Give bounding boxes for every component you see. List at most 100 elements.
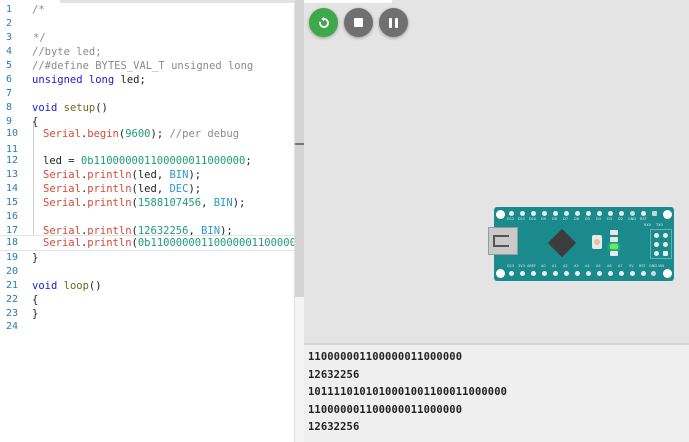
simulator-canvas[interactable]: D12 D11 D10 D9 D8 D7 D6 D5 D4 D3 D2 GND … bbox=[304, 0, 689, 343]
code-text: led = bbox=[43, 155, 81, 167]
code-text: . bbox=[80, 237, 88, 249]
code-line[interactable]: 19} bbox=[0, 250, 294, 266]
line-number: 3 bbox=[6, 32, 13, 43]
pin-a0[interactable] bbox=[542, 271, 547, 276]
code-editor[interactable]: 1/* 2 3*/ 4//byte led; 5//#define BYTES_… bbox=[0, 0, 321, 442]
code-text: BIN bbox=[213, 197, 233, 209]
code-line[interactable]: 3*/ bbox=[0, 30, 294, 46]
pin-label: A5 bbox=[596, 264, 601, 268]
code-line[interactable]: 9{ bbox=[0, 114, 294, 130]
pin-a3[interactable] bbox=[575, 271, 580, 276]
stop-button[interactable] bbox=[344, 8, 373, 37]
arduino-nano-board[interactable]: D12 D11 D10 D9 D8 D7 D6 D5 D4 D3 D2 GND … bbox=[488, 207, 674, 281]
pin-d6[interactable] bbox=[575, 211, 580, 216]
pin-a7[interactable] bbox=[619, 271, 624, 276]
reset-button[interactable] bbox=[592, 235, 602, 249]
pin-5v[interactable] bbox=[630, 271, 635, 276]
line-number: 8 bbox=[6, 102, 13, 113]
pin-label: VIN bbox=[658, 264, 665, 268]
code-line[interactable]: 24 bbox=[0, 319, 294, 335]
code-text: 12632256 bbox=[137, 225, 189, 237]
code-line[interactable]: 20 bbox=[0, 264, 294, 280]
line-number: 5 bbox=[6, 60, 13, 71]
pin-a2[interactable] bbox=[564, 271, 569, 276]
pin-d2[interactable] bbox=[619, 211, 624, 216]
code-line[interactable]: 4//byte led; bbox=[0, 44, 294, 60]
function-name: loop bbox=[63, 280, 89, 292]
pin-label: RST bbox=[640, 217, 647, 221]
restart-button[interactable] bbox=[309, 8, 338, 37]
code-text: /* bbox=[32, 4, 45, 16]
code-line[interactable]: 11 bbox=[0, 142, 294, 158]
pin-label: RST bbox=[639, 264, 646, 268]
code-line[interactable]: 22{ bbox=[0, 292, 294, 308]
pin-label: A2 bbox=[563, 264, 568, 268]
line-number: 12 bbox=[6, 155, 19, 166]
pin-d13[interactable] bbox=[509, 271, 514, 276]
pin-a4[interactable] bbox=[586, 271, 591, 276]
pause-icon bbox=[389, 17, 398, 28]
serial-monitor[interactable]: 110000001100000011000000 12632256 101111… bbox=[304, 343, 689, 442]
code-text: println bbox=[87, 237, 132, 249]
code-text: 9600 bbox=[125, 128, 151, 140]
line-number: 13 bbox=[6, 169, 19, 180]
pin-a5[interactable] bbox=[597, 271, 602, 276]
editor-scrollbar[interactable] bbox=[294, 0, 304, 442]
pin-rst[interactable] bbox=[641, 211, 646, 216]
pin-3v3[interactable] bbox=[520, 271, 525, 276]
pin-a6[interactable] bbox=[608, 271, 613, 276]
code-line[interactable]: 23} bbox=[0, 306, 294, 322]
pin-d8[interactable] bbox=[553, 211, 558, 216]
pin-label: AREF bbox=[527, 264, 537, 268]
code-line[interactable]: 1/* bbox=[0, 2, 294, 18]
pin-aref[interactable] bbox=[531, 271, 536, 276]
pin-d3[interactable] bbox=[608, 211, 613, 216]
scrollbar-thumb[interactable] bbox=[295, 0, 304, 297]
line-number: 15 bbox=[6, 197, 19, 208]
code-line[interactable]: 2 bbox=[0, 16, 294, 32]
line-number: 2 bbox=[6, 18, 13, 29]
line-number: 18 bbox=[6, 237, 19, 248]
code-line[interactable]: 7 bbox=[0, 86, 294, 102]
code-text: . bbox=[80, 197, 88, 209]
code-line[interactable]: 5//#define BYTES_VAL_T unsigned long bbox=[0, 58, 294, 74]
pause-button[interactable] bbox=[379, 8, 408, 37]
microcontroller-chip bbox=[547, 228, 577, 258]
serial-output-line: 12632256 bbox=[308, 421, 360, 433]
serial-output-line: 12632256 bbox=[308, 369, 360, 381]
code-line[interactable]: 16 bbox=[0, 209, 294, 225]
pin-d5[interactable] bbox=[586, 211, 591, 216]
code-text: ; bbox=[245, 155, 252, 167]
pin-d7[interactable] bbox=[564, 211, 569, 216]
pin-square[interactable] bbox=[652, 211, 657, 216]
pin-label: GND bbox=[628, 217, 637, 221]
serial-output-line: 1011110101010001001100011000000 bbox=[308, 386, 508, 398]
pin-d9[interactable] bbox=[542, 211, 547, 216]
code-text: BIN bbox=[169, 169, 189, 181]
led-power-on bbox=[610, 244, 618, 249]
pin-a1[interactable] bbox=[553, 271, 558, 276]
pin-d10[interactable] bbox=[531, 211, 536, 216]
pin-gnd[interactable] bbox=[630, 211, 635, 216]
line-number: 20 bbox=[6, 266, 19, 277]
pin-label: D2 bbox=[618, 217, 623, 221]
pin-gnd-bottom[interactable] bbox=[651, 271, 656, 276]
pin-d11[interactable] bbox=[520, 211, 525, 216]
code-comment: //per debug bbox=[163, 128, 240, 140]
line-number: 7 bbox=[6, 88, 13, 99]
pin-d12[interactable] bbox=[509, 211, 514, 216]
code-text: println bbox=[87, 169, 132, 181]
line-number: 11 bbox=[6, 144, 19, 155]
pin-d4[interactable] bbox=[597, 211, 602, 216]
pin-rst-bottom[interactable] bbox=[641, 271, 646, 276]
